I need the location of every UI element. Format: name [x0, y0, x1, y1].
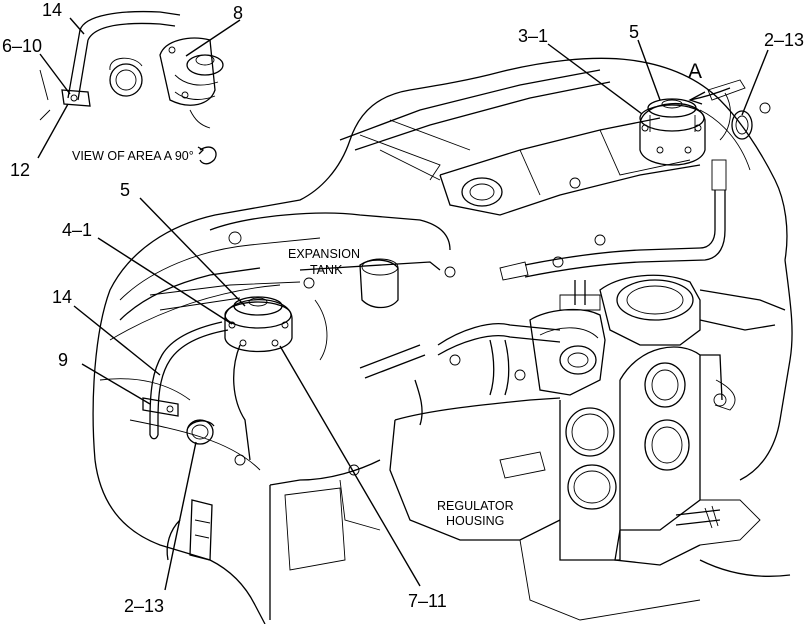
rotation-arrow-icon	[197, 146, 217, 165]
callout-5-mid: 5	[120, 180, 130, 200]
callout-7-11: 7–11	[408, 591, 447, 611]
callout-14-left: 14	[52, 287, 72, 307]
callout-2-13-top: 2–13	[764, 30, 804, 50]
radiator-cap-top	[639, 79, 753, 166]
view-note: VIEW OF AREA A 90°	[72, 149, 194, 163]
callout-2-13-bottom: 2–13	[124, 596, 164, 616]
area-a-arrow-icon	[688, 87, 731, 105]
inset-view-area-a	[39, 10, 224, 129]
area-letter: A	[688, 60, 702, 83]
callout-4-1: 4–1	[62, 220, 92, 240]
leader-lines	[37, 17, 769, 591]
callout-labels: 14 8 6–10 12 3–1 5 2–13 5 4–1 14 9 2–13 …	[2, 0, 804, 616]
overflow-tube	[142, 321, 229, 440]
regulator-housing-label-line2: HOUSING	[446, 514, 504, 528]
valve-cover	[339, 69, 751, 216]
expansion-tank-body	[119, 212, 451, 620]
callout-5-top: 5	[629, 22, 639, 42]
plug-bottom	[166, 419, 215, 561]
callout-8: 8	[233, 3, 243, 23]
regulator-housing-label-line1: REGULATOR	[437, 499, 514, 513]
callout-12: 12	[10, 160, 30, 180]
expansion-tank-cap	[224, 296, 293, 353]
expansion-tank-label-line2: TANK	[310, 263, 343, 277]
regulator-housing-body	[389, 274, 791, 621]
callout-14-top: 14	[42, 0, 62, 20]
hardware-bolts	[228, 102, 771, 476]
coolant-pipes	[359, 159, 727, 426]
expansion-tank-label-line1: EXPANSION	[288, 247, 360, 261]
callout-3-1: 3–1	[518, 26, 548, 46]
text-notes: VIEW OF AREA A 90° A EXPANSION TANK REGU…	[72, 60, 702, 528]
engine-body-outline	[92, 57, 793, 624]
callout-6-10: 6–10	[2, 36, 42, 56]
callout-9: 9	[58, 350, 68, 370]
